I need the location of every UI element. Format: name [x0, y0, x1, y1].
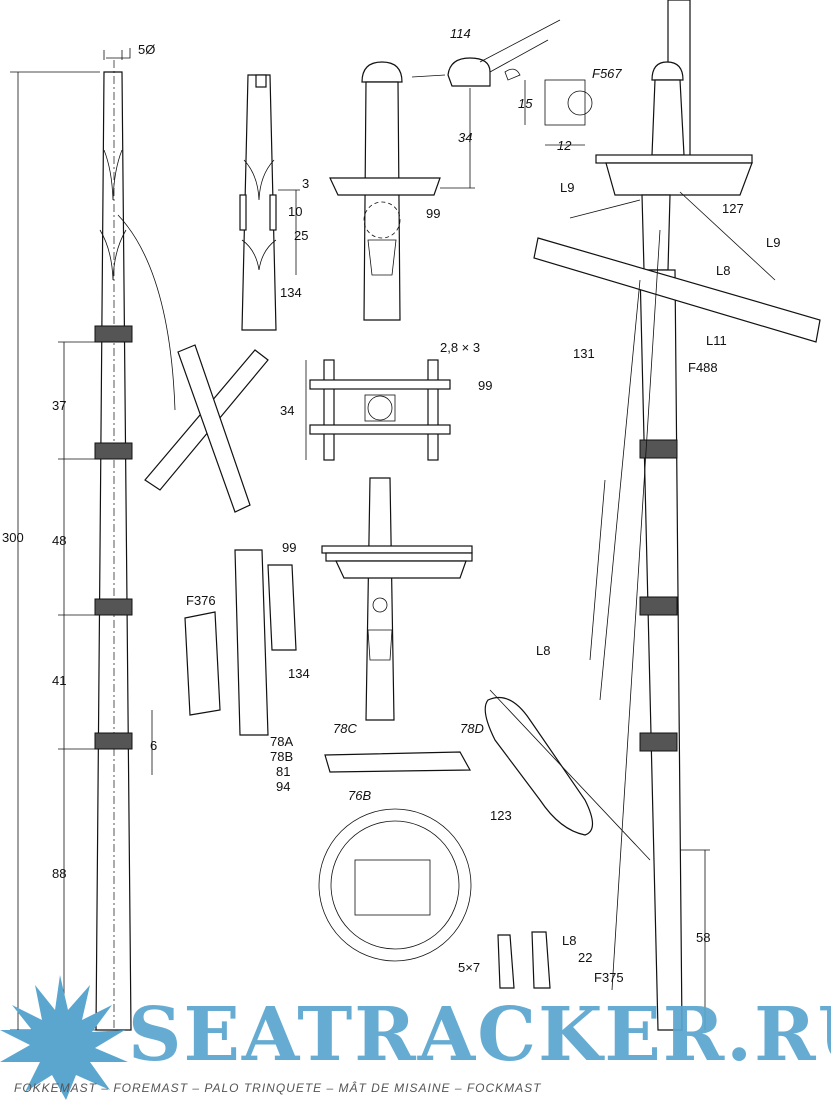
- line-l8-label-a: L8: [716, 263, 730, 278]
- fitting-f488-label: F488: [688, 360, 718, 375]
- dim-15: 15: [518, 96, 533, 111]
- line-l8-label-c: L8: [562, 933, 576, 948]
- left-mast: 5Ø 300 37 48 41 6 88: [2, 42, 176, 1035]
- line-l8-label-b: L8: [536, 643, 550, 658]
- part-78b-label: 78B: [270, 749, 293, 764]
- dim-cap-34: 34: [458, 130, 472, 145]
- watermark-logo: SEATRACKER.RU: [0, 975, 831, 1100]
- part-134-joint-label: 134: [288, 666, 310, 681]
- dim-5x7: 5×7: [458, 960, 480, 975]
- part-123-label: 123: [490, 808, 512, 823]
- line-l11-label: L11: [706, 333, 727, 348]
- detail-top-platform: 78C 78D 78A 78B 81 94 76B: [270, 477, 484, 962]
- part-76b-label: 76B: [348, 788, 371, 803]
- watermark-text: SEATRACKER.RU: [128, 992, 831, 1078]
- part-78a-label: 78A: [270, 734, 293, 749]
- dim-frame-34: 34: [280, 403, 294, 418]
- dim-total-height: 300: [2, 530, 24, 545]
- dim-22: 22: [578, 950, 592, 965]
- line-l9-label-b: L9: [766, 235, 780, 250]
- detail-cap-assembly: 114 34 99 F567 15 12: [329, 19, 622, 321]
- drawing-caption: FOKKEMAST – FOREMAST – PALO TRINQUETE – …: [14, 1080, 542, 1095]
- fitting-f375-label: F375: [594, 970, 624, 985]
- dim-25: 25: [294, 228, 308, 243]
- dim-10: 10: [288, 204, 302, 219]
- part-99-joint-label: 99: [282, 540, 296, 555]
- dim-section-3: 41: [52, 673, 66, 688]
- dim-section-2: 48: [52, 533, 66, 548]
- part-99-label: 99: [426, 206, 440, 221]
- right-mast-rigged: L9 127 L9 L8 L11 131 F488 L8 123 58 L8 2…: [458, 0, 821, 1031]
- dim-section-1: 37: [52, 398, 66, 413]
- part-114-label: 114: [450, 26, 471, 41]
- dim-3: 3: [302, 176, 309, 191]
- part-99-frame-label: 99: [478, 378, 492, 393]
- dim-58: 58: [696, 930, 710, 945]
- sun-icon: [0, 975, 128, 1100]
- part-131-label: 131: [573, 346, 595, 361]
- dim-2-8x3: 2,8 × 3: [440, 340, 480, 355]
- dim-section-4: 88: [52, 866, 66, 881]
- dim-top-diameter: 5Ø: [138, 42, 155, 57]
- part-78c-label: 78C: [333, 721, 357, 736]
- detail-masthead-side: 3 10 25 134: [239, 74, 309, 331]
- part-127-label: 127: [722, 201, 744, 216]
- line-l9-label-a: L9: [560, 180, 574, 195]
- fitting-f376-label: F376: [186, 593, 216, 608]
- fitting-f567-label: F567: [592, 66, 622, 81]
- dim-12: 12: [557, 138, 572, 153]
- part-78d-label: 78D: [460, 721, 484, 736]
- part-94-label: 94: [276, 779, 290, 794]
- detail-mast-joint: 99 F376 134: [144, 344, 310, 736]
- part-134-label: 134: [280, 285, 302, 300]
- detail-trestle-frame: 2,8 × 3 34 99: [280, 340, 492, 461]
- part-81-label: 81: [276, 764, 290, 779]
- dim-band-width: 6: [150, 738, 157, 753]
